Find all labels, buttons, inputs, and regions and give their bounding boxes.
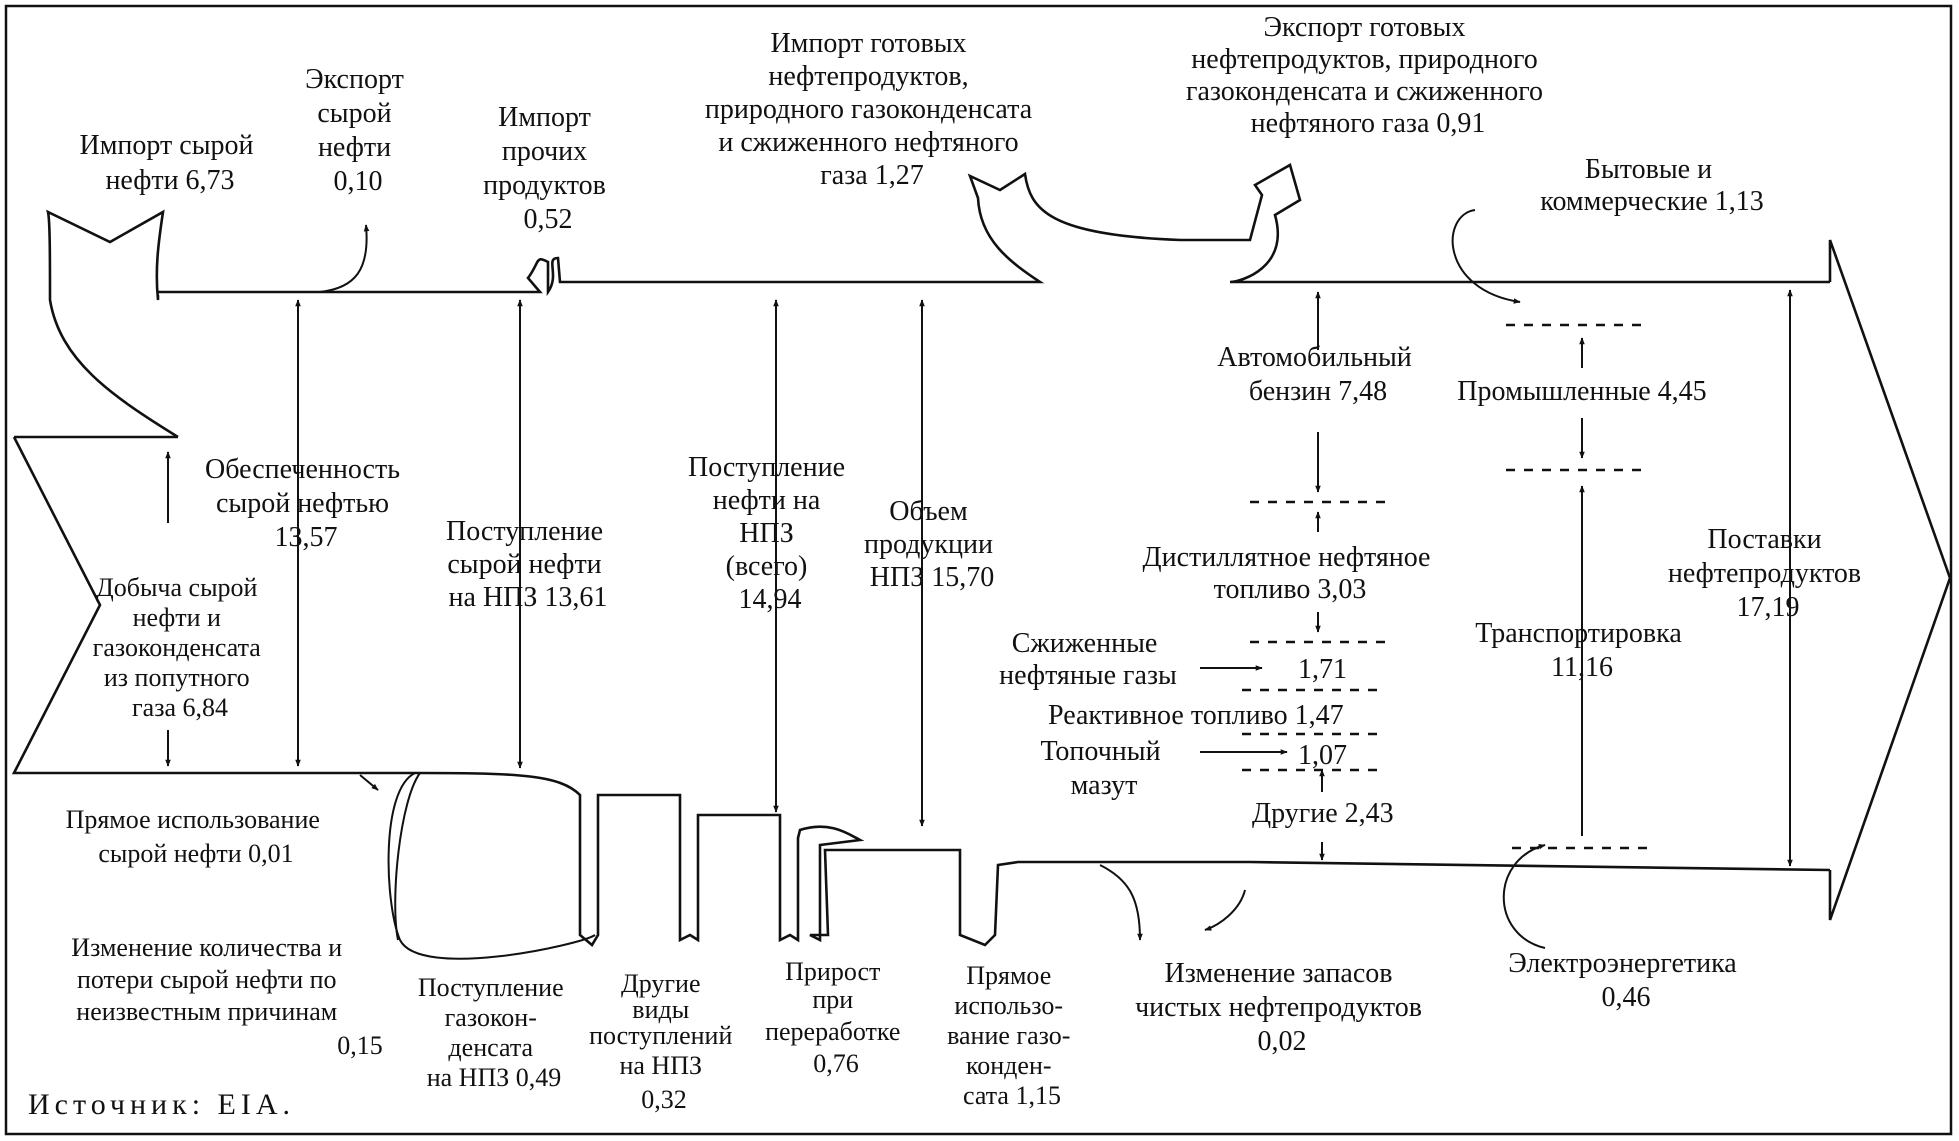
label-refinery-crude: Поступление сырой нефти на НПЗ 13,61 bbox=[446, 516, 610, 613]
label-other-input: Другие виды поступлений на НПЗ 0,32 bbox=[589, 969, 739, 1114]
label-export-crude: Экспорт сырой нефти 0,10 bbox=[305, 64, 411, 197]
label-production: Добыча сырой нефти и газоконденсата из п… bbox=[93, 573, 268, 722]
label-processing-gain: Прирост при переработке 0,76 bbox=[765, 957, 907, 1078]
label-crude-losses: Изменение количества и потери сырой нефт… bbox=[71, 933, 382, 1060]
direct-crude-arrow bbox=[359, 774, 379, 791]
crude-export-bump bbox=[319, 224, 370, 293]
label-lpg: Сжиженные нефтяные газы bbox=[999, 628, 1177, 691]
label-other: Другие 2,43 bbox=[1252, 798, 1394, 829]
label-residual: Топочный мазут bbox=[1040, 736, 1167, 801]
label-crude-supply: Обеспеченность сырой нефтью 13,57 bbox=[205, 454, 407, 553]
deliveries-arrowhead bbox=[1828, 239, 1952, 921]
crude-losses-curve bbox=[387, 772, 596, 960]
ngl-input-curve bbox=[394, 772, 421, 941]
label-export-products: Экспорт готовых нефтепродуктов, природно… bbox=[1186, 12, 1550, 139]
label-stock-change: Изменение запасов чистых нефтепродуктов … bbox=[1135, 958, 1429, 1057]
label-distillate: Дистиллятное нефтяное топливо 3,03 bbox=[1143, 542, 1438, 605]
value-residual: 1,07 bbox=[1298, 740, 1347, 771]
diagram-frame bbox=[4, 4, 1953, 1136]
source-note: Источник: EIA. bbox=[28, 1088, 295, 1121]
label-import-products: Импорт готовых нефтепродуктов, природног… bbox=[705, 28, 1039, 191]
label-residential: Бытовые и коммерческие 1,13 bbox=[1540, 154, 1763, 217]
label-refinery-output: Объем продукции НПЗ 15,70 bbox=[864, 496, 1000, 593]
electric-arrow bbox=[1502, 843, 1546, 949]
label-ngl-input: Поступление газокон- денсата на НПЗ 0,49 bbox=[418, 973, 570, 1092]
top-flow-edge bbox=[158, 163, 1830, 297]
crude-import-arrow bbox=[46, 209, 179, 439]
label-gasoline: Автомобильный бензин 7,48 bbox=[1217, 342, 1419, 407]
stock-change-curve bbox=[1099, 864, 1143, 941]
label-direct-crude: Прямое использование сырой нефти 0,01 bbox=[66, 805, 327, 868]
residential-arrow bbox=[1451, 209, 1521, 304]
value-lpg: 1,71 bbox=[1298, 654, 1347, 685]
label-electric: Электроэнергетика 0,46 bbox=[1508, 948, 1743, 1013]
label-deliveries: Поставки нефтепродуктов 17,19 bbox=[1668, 524, 1868, 623]
label-import-other: Импорт прочих продуктов 0,52 bbox=[483, 102, 613, 235]
stock-change-arrow-2 bbox=[1204, 889, 1246, 931]
label-direct-ngl: Прямое использо- вание газо- конден- сат… bbox=[947, 961, 1077, 1110]
label-refinery-total: Поступление нефти на НПЗ (всего) 14,94 bbox=[688, 452, 852, 615]
label-jet-fuel: Реактивное топливо 1,47 bbox=[1048, 700, 1344, 731]
label-transport: Транспортировка 11,16 bbox=[1475, 618, 1689, 683]
production-inflow-shape bbox=[11, 435, 300, 775]
label-industrial: Промышленные 4,45 bbox=[1457, 376, 1706, 407]
label-import-crude: Импорт сырой нефти 6,73 bbox=[79, 130, 260, 196]
bottom-flow-edge bbox=[300, 771, 1831, 947]
